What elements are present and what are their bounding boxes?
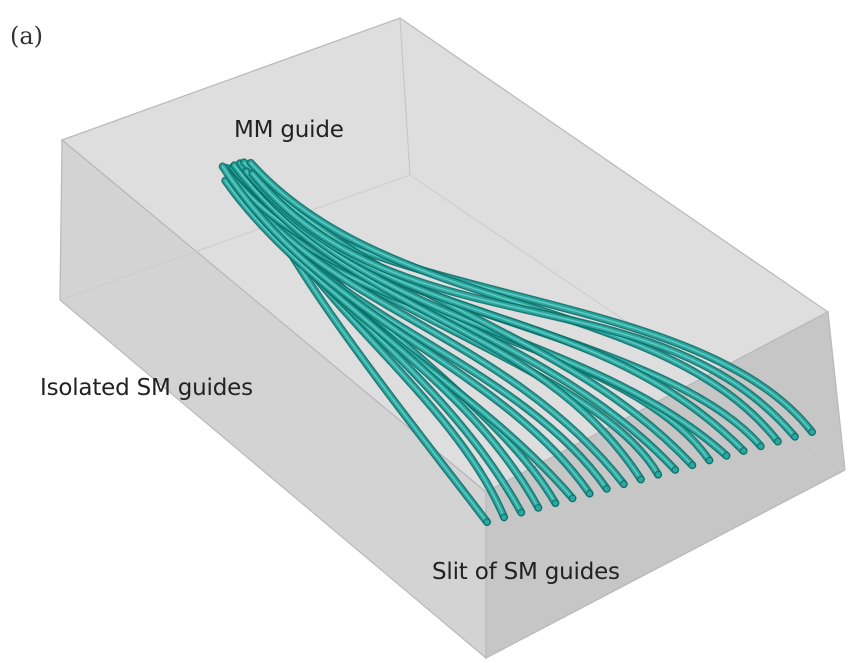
waveguide-bundle: [218, 158, 816, 526]
waveguide-highlight: [233, 164, 642, 481]
mm-guide-label: MM guide: [234, 117, 344, 143]
single-mode-waveguide: [246, 158, 782, 446]
slit-end-cap: [757, 442, 765, 450]
slit-end-cap: [585, 489, 594, 498]
panel-label: (a): [10, 22, 43, 50]
block-hidden-edge: [59, 174, 411, 301]
waveguide-highlight: [243, 161, 693, 466]
slit-end-cap: [483, 518, 491, 526]
single-mode-waveguide: [230, 161, 645, 484]
single-mode-waveguide: [240, 158, 697, 470]
slit-end-cap: [774, 437, 782, 446]
slit-end-cap: [739, 447, 748, 455]
slit-end-cap: [620, 480, 628, 488]
isolated-sm-guides-label: Isolated SM guides: [40, 375, 253, 401]
waveguide-highlight: [250, 162, 779, 443]
slit-end-cap: [722, 452, 731, 460]
single-mode-waveguide: [221, 176, 543, 512]
slit-end-cap: [500, 513, 508, 521]
slit-end-cap: [671, 466, 679, 474]
block-hidden-edge: [399, 17, 411, 176]
waveguide-highlight: [224, 179, 539, 509]
single-mode-waveguide: [248, 169, 799, 441]
slit-end-cap: [791, 433, 799, 441]
slit-end-cap: [517, 508, 525, 517]
waveguide-highlight: [251, 172, 796, 438]
slit-end-cap: [654, 470, 662, 479]
waveguide-highlight: [222, 165, 591, 495]
slit-end-cap: [808, 428, 816, 436]
slit-end-cap: [568, 494, 577, 502]
slit-of-sm-guides-label: Slit of SM guides: [432, 559, 620, 585]
slit-end-cap: [534, 504, 542, 512]
slit-end-cap: [637, 475, 645, 484]
single-mode-waveguide: [218, 162, 594, 498]
slit-end-cap: [551, 499, 560, 507]
slit-end-cap: [603, 485, 611, 493]
slit-end-cap: [688, 461, 696, 469]
slit-end-cap: [705, 456, 714, 465]
